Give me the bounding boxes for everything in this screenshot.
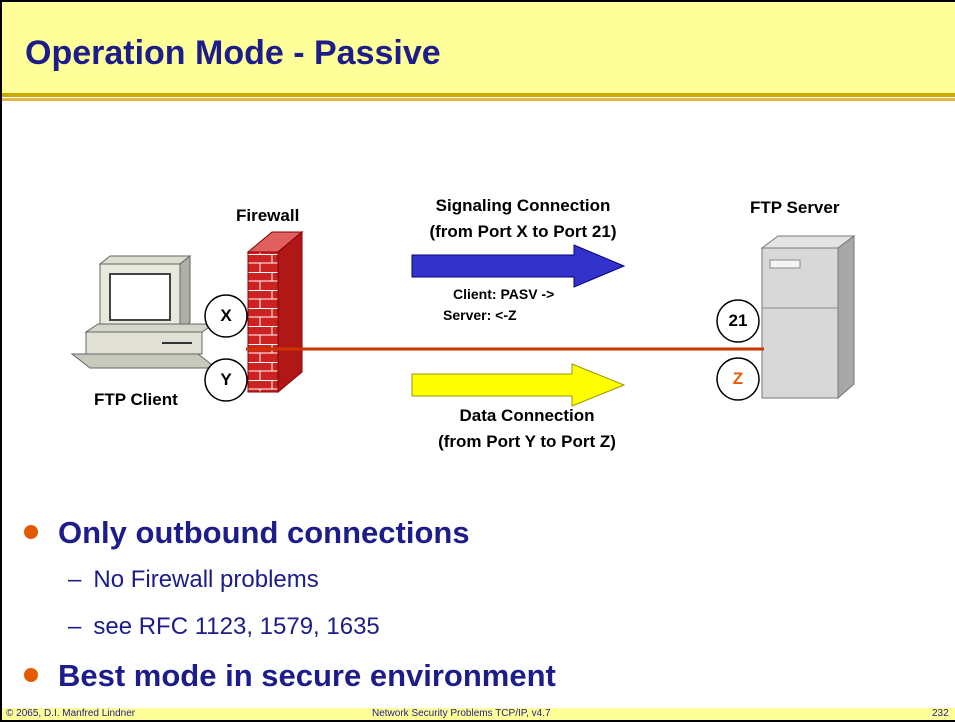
port-z-circle	[716, 357, 760, 401]
port-x-circle	[204, 294, 248, 338]
bullet-outbound-text: Only outbound connections	[58, 515, 470, 550]
slide-title: Operation Mode - Passive	[25, 34, 441, 72]
firewall-label: Firewall	[236, 206, 300, 225]
bullet-dot	[24, 667, 38, 682]
signaling-label-line1: Signaling Connection	[435, 196, 611, 215]
port-x-label: X	[220, 306, 232, 325]
title-underline	[2, 98, 955, 101]
server-icon	[760, 235, 856, 400]
footer: © 2065, D.I. Manfred Lindner Network Sec…	[2, 708, 955, 720]
client-label: FTP Client	[94, 390, 178, 409]
subbullet-firewall: –No Firewall problems	[68, 566, 319, 593]
footer-copyright: © 2065, D.I. Manfred Lindner	[6, 708, 136, 719]
computer-icon	[70, 254, 218, 369]
bullet-best-mode: Best mode in secure environment	[24, 658, 556, 694]
title-bar	[2, 2, 955, 101]
signaling-arrow	[411, 244, 626, 288]
port-z-label: Z	[732, 369, 744, 388]
pasv-command: Client: PASV ->	[453, 286, 555, 302]
port-y-circle	[204, 358, 248, 402]
bullet-dot	[24, 524, 38, 539]
signaling-label-line2: (from Port X to Port 21)	[429, 222, 617, 241]
server-label: FTP Server	[750, 198, 840, 217]
bullet-best-mode-text: Best mode in secure environment	[58, 658, 556, 693]
bullet-outbound: Only outbound connections	[24, 515, 470, 551]
footer-page: 232	[932, 708, 949, 719]
firewall-icon	[246, 230, 304, 394]
data-label-line2: (from Port Y to Port Z)	[438, 432, 616, 451]
footer-course: Network Security Problems TCP/IP, v4.7	[372, 708, 551, 719]
port-21-circle	[716, 299, 760, 343]
subbullet-rfc-text: see RFC 1123, 1579, 1635	[93, 613, 380, 640]
port-21-label: 21	[728, 311, 748, 330]
ftp-passive-diagram	[70, 230, 856, 407]
subbullet-rfc: –see RFC 1123, 1579, 1635	[68, 613, 380, 640]
subbullet-firewall-text: No Firewall problems	[93, 566, 319, 593]
port-y-label: Y	[220, 370, 232, 389]
data-arrow	[411, 363, 626, 407]
server-reply: Server: <-Z	[443, 307, 517, 323]
data-label-line1: Data Connection	[459, 406, 595, 425]
